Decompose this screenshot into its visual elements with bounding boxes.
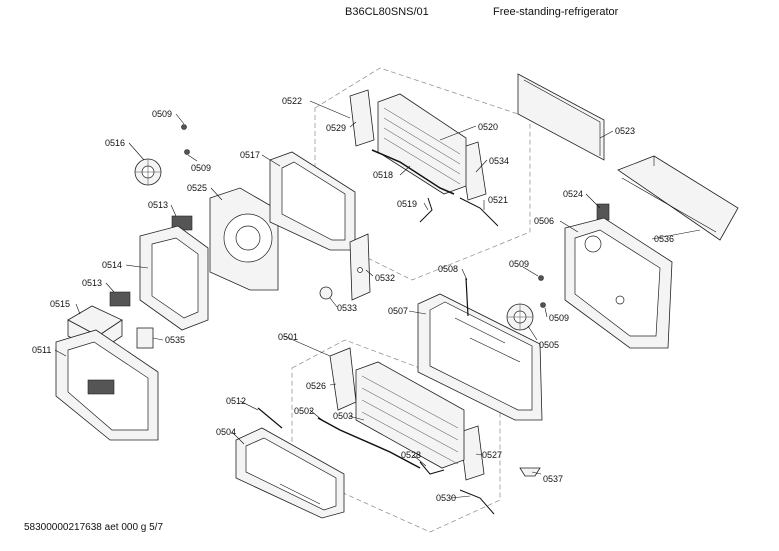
part-0508-rod [465, 277, 469, 317]
callout-0526: 0526 [306, 381, 326, 391]
callout-0509-a: 0509 [152, 109, 172, 119]
callout-0527: 0527 [482, 450, 502, 460]
part-0506-rear-panel [564, 217, 673, 349]
part-0530-wire [459, 489, 495, 515]
callout-0529: 0529 [326, 123, 346, 133]
callout-0530: 0530 [436, 493, 456, 503]
callout-0525: 0525 [187, 183, 207, 193]
part-0517-frame [269, 151, 356, 251]
part-0505-fan [506, 303, 534, 331]
part-0509-screw-a [181, 124, 187, 130]
callout-0508: 0508 [438, 264, 458, 274]
part-0513-block-b [109, 291, 131, 307]
callout-0517: 0517 [240, 150, 260, 160]
callout-0505: 0505 [539, 340, 559, 350]
part-0535-cap [136, 327, 154, 349]
callout-0535: 0535 [165, 335, 185, 345]
callout-0518: 0518 [373, 170, 393, 180]
callout-0515: 0515 [50, 299, 70, 309]
part-0521-sensor [459, 197, 499, 227]
part-0502-heater [317, 417, 421, 469]
part-0525-fan-shroud [209, 187, 279, 291]
callout-0509-b: 0509 [191, 163, 211, 173]
callout-0522: 0522 [282, 96, 302, 106]
callout-0514: 0514 [102, 260, 122, 270]
part-0519-sensor [419, 197, 433, 223]
part-0529-end-plate [349, 89, 375, 147]
part-0511-front-panel [55, 329, 159, 441]
part-0527-end-plate [459, 425, 485, 481]
part-0512-rod [257, 407, 283, 429]
callout-0502: 0502 [294, 406, 314, 416]
callout-0504: 0504 [216, 427, 236, 437]
callout-0534: 0534 [489, 156, 509, 166]
callout-0521: 0521 [488, 195, 508, 205]
part-0532-bracket [349, 233, 371, 301]
part-0536-duct-cover [617, 155, 739, 241]
callout-0533: 0533 [337, 303, 357, 313]
part-0533-grommet [319, 286, 333, 300]
part-0509-screw-c [538, 275, 544, 281]
callout-0506: 0506 [534, 216, 554, 226]
part-0509-screw-d [540, 302, 546, 308]
callout-0523: 0523 [615, 126, 635, 136]
callout-0536: 0536 [654, 234, 674, 244]
callout-0519: 0519 [397, 199, 417, 209]
callout-0511: 0511 [32, 345, 51, 355]
appliance-type: Free-standing-refrigerator [493, 6, 619, 18]
callout-0532: 0532 [375, 273, 395, 283]
leader-lines [54, 100, 701, 499]
callout-0513-a: 0513 [148, 200, 168, 210]
part-0523-rail [517, 73, 605, 161]
part-0516-fan [134, 158, 162, 186]
callout-0537: 0537 [543, 474, 563, 484]
callout-0509-d: 0509 [549, 313, 569, 323]
part-0509-screw-b [184, 149, 190, 155]
callout-0516: 0516 [105, 138, 125, 148]
callout-0503: 0503 [333, 411, 353, 421]
part-0528-wire [419, 461, 445, 475]
part-0507-evaporator-housing [417, 293, 543, 421]
callout-0512: 0512 [226, 396, 246, 406]
part-0526-end-plate [329, 347, 357, 411]
callout-0513-b: 0513 [82, 278, 102, 288]
callout-0524: 0524 [563, 189, 583, 199]
callout-0501: 0501 [278, 332, 298, 342]
model-number: B36CL80SNS/01 [345, 6, 429, 18]
part-0514-air-duct [139, 225, 209, 331]
part-0503-evaporator [355, 361, 465, 469]
callout-0507: 0507 [388, 306, 408, 316]
callout-0528: 0528 [401, 450, 421, 460]
callout-0509-c: 0509 [509, 259, 529, 269]
document-code: 58300000217638 aet 000 g 5/7 [24, 522, 164, 533]
part-0518-heater-tube [371, 149, 455, 195]
callout-0520: 0520 [478, 122, 498, 132]
part-0504-drip-tray [235, 427, 345, 519]
part-0537-cap [519, 467, 541, 477]
